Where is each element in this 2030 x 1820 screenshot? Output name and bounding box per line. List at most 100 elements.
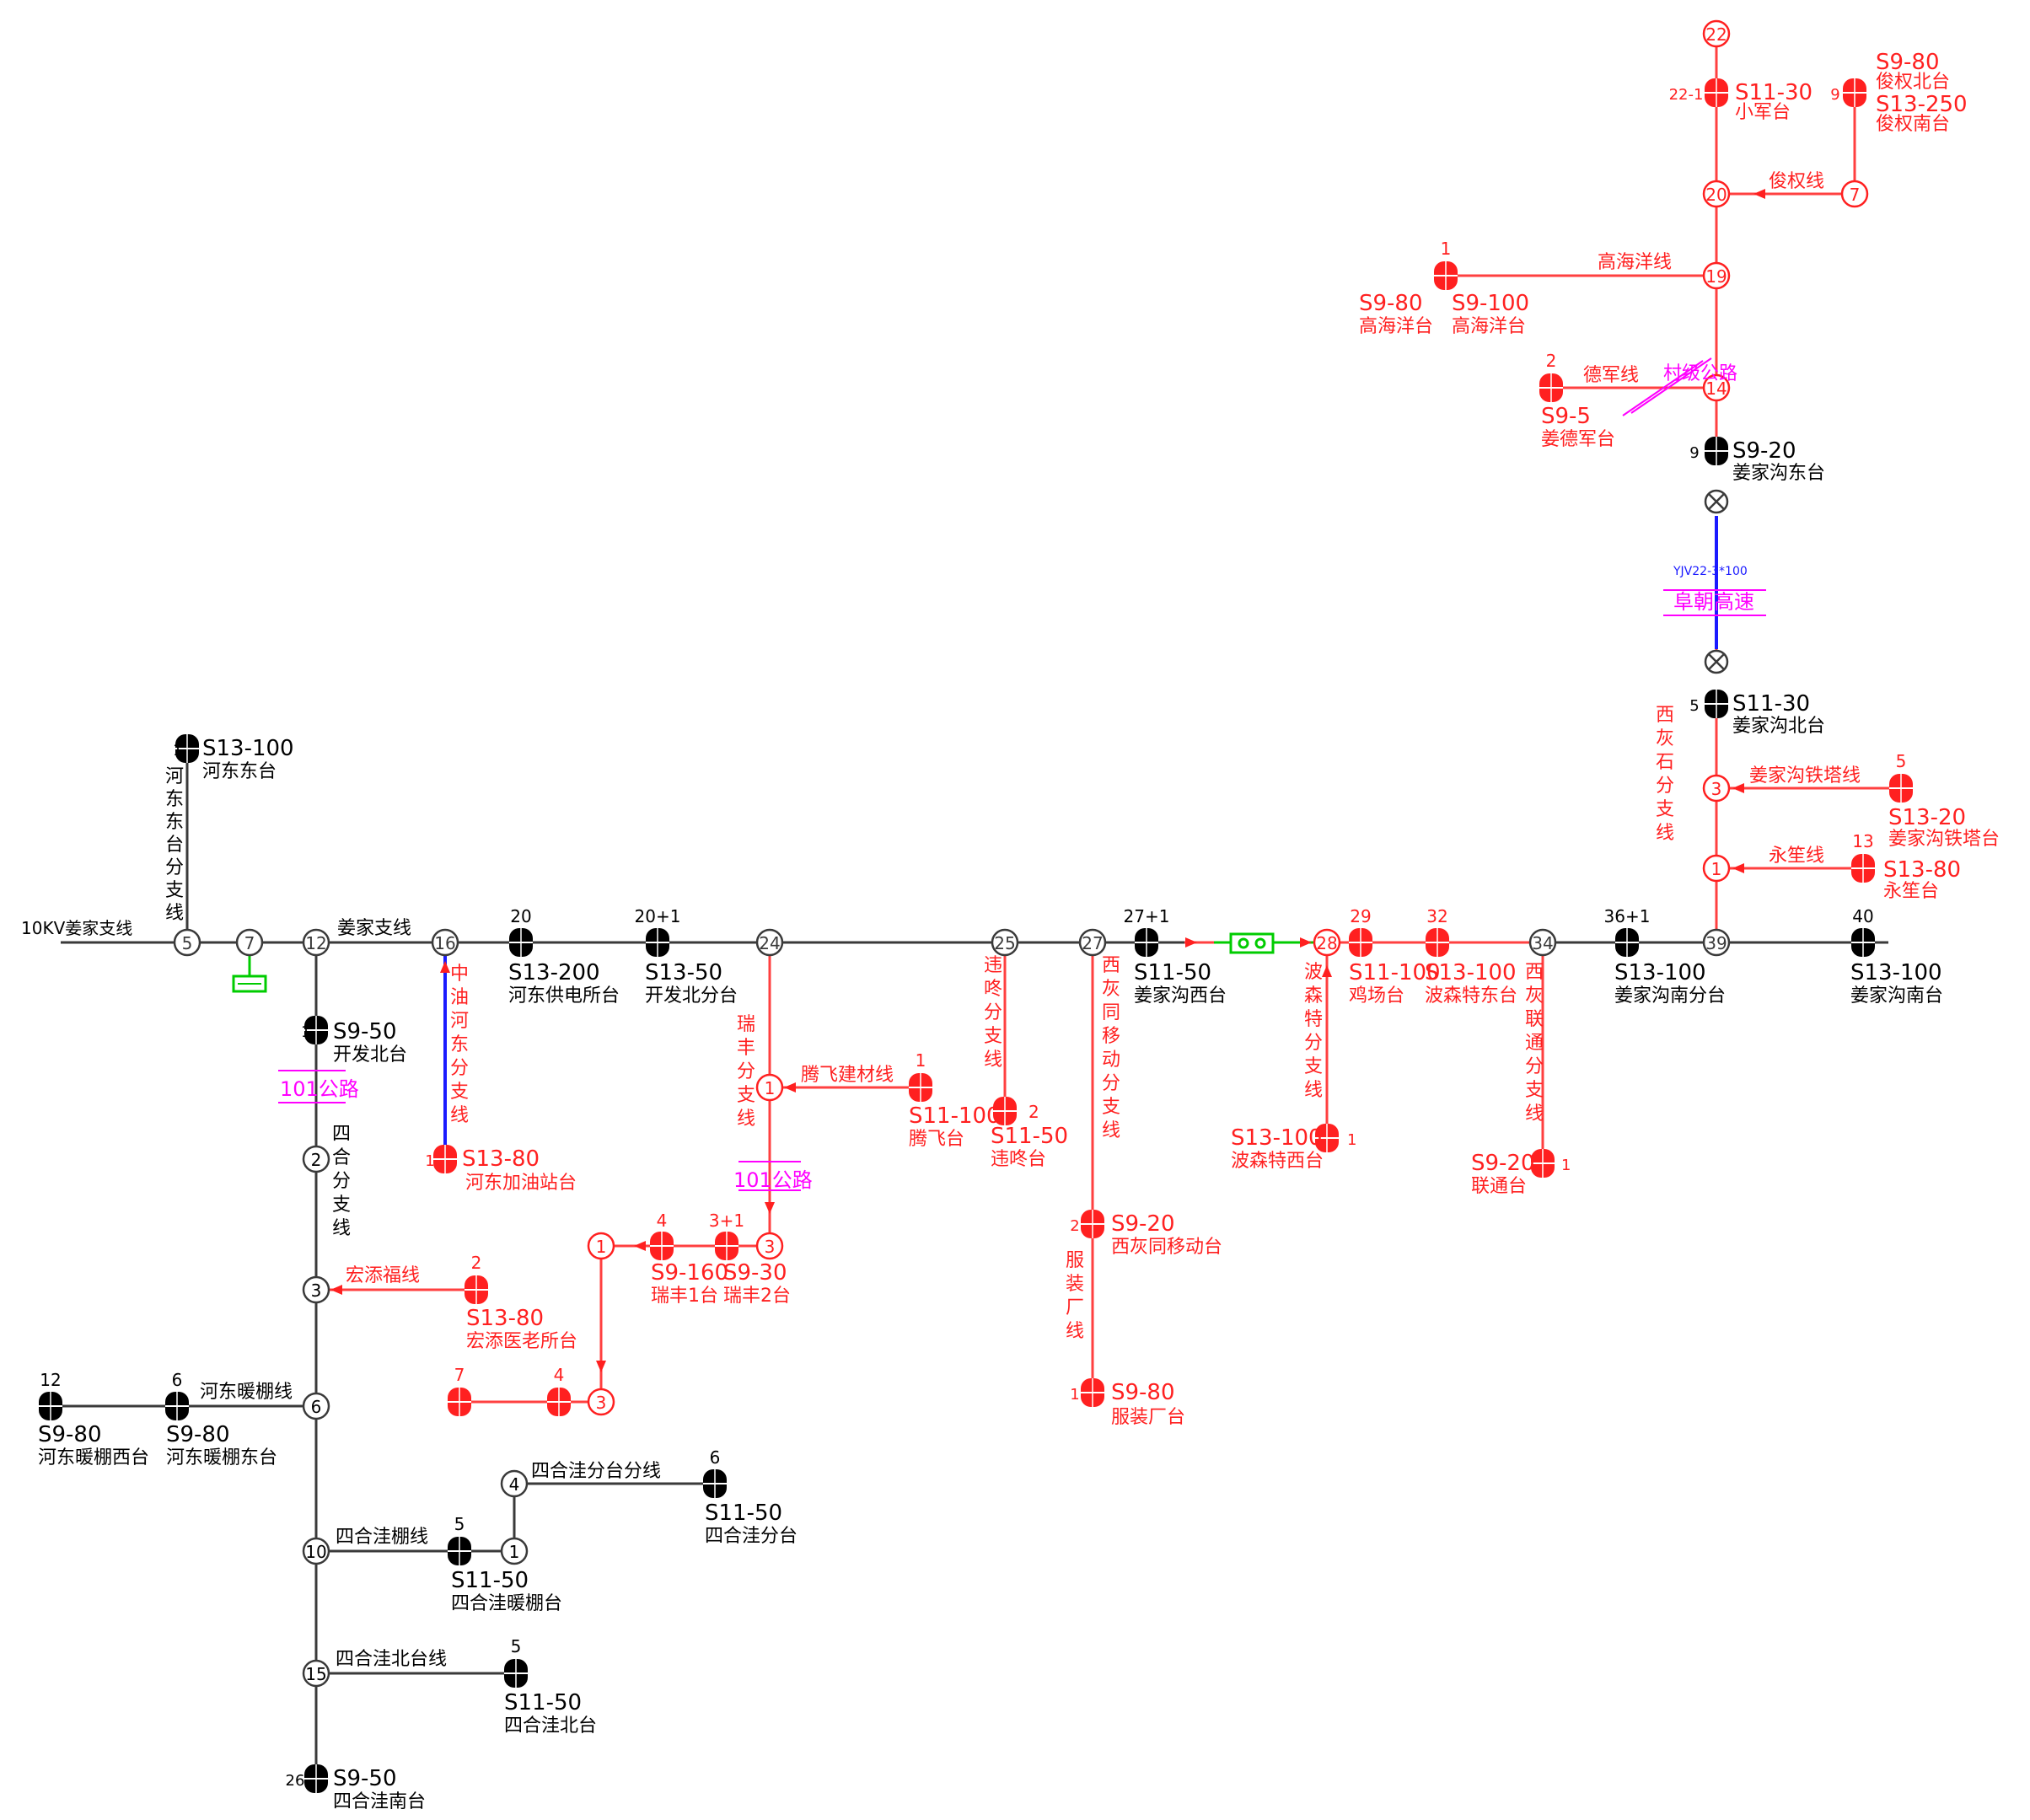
transformer-icon (433, 1145, 457, 1173)
vertical-char: 厂 (1066, 1297, 1084, 1318)
transformer-icon (646, 928, 669, 957)
transformer-icon (1081, 1210, 1104, 1238)
vertical-char: 西 (1656, 705, 1674, 726)
pole-icon (755, 1073, 784, 1102)
station-name: 河东东台 (202, 761, 277, 782)
station-model: S9-80 (1111, 1380, 1175, 1405)
vertical-char: 支 (332, 1195, 351, 1216)
station-number: 40 (1852, 906, 1873, 926)
pole-icon (587, 1232, 615, 1260)
line-label: 永笙线 (1769, 846, 1824, 867)
station-model: S9-80 (38, 1422, 102, 1447)
pole-icon (1702, 261, 1731, 290)
station-number: 3+1 (709, 1211, 744, 1231)
station-model: S13-50 (645, 960, 722, 985)
transformer-icon (1531, 1149, 1555, 1178)
pole-icon (1702, 854, 1731, 883)
vertical-char: 咚 (984, 979, 1002, 1000)
station-name: 俊权南台 (1876, 114, 1950, 135)
pole-icon (1702, 774, 1731, 803)
vertical-char: 线 (450, 1105, 469, 1126)
pole-number: 34 (1532, 933, 1553, 953)
station-number: 2 (1028, 1102, 1039, 1122)
pole-number: 1 (1711, 859, 1722, 879)
pole-icon (302, 1145, 330, 1173)
road-label: 101公路 (280, 1077, 359, 1101)
station-number: 29 (1350, 906, 1371, 926)
main-feeder (51, 747, 1888, 1779)
station-number: 6 (172, 1370, 183, 1390)
vertical-char: 线 (1656, 823, 1674, 844)
vertical-char: 森 (1304, 985, 1323, 1007)
transformer-icon (1615, 928, 1639, 957)
vertical-char: 河 (450, 1011, 469, 1032)
station-name: 河东暖棚东台 (166, 1447, 277, 1468)
station-model: S11-100 (1349, 960, 1441, 985)
pole-icon (302, 1537, 330, 1565)
pole-icon (302, 1659, 330, 1688)
transformer-icon (1843, 78, 1866, 107)
vertical-char: 线 (165, 903, 184, 924)
arrow-icon (765, 1202, 775, 1214)
station-number: 1 (1347, 1131, 1356, 1149)
pole-icon (1702, 180, 1731, 208)
feeder-label: 10KV姜家支线 (21, 918, 132, 938)
vertical-char: 支 (1656, 799, 1674, 820)
transformer-icon (1426, 928, 1449, 957)
vertical-char: 分 (165, 857, 184, 878)
pole-icon (1528, 928, 1557, 957)
pole-number: 14 (1705, 378, 1727, 399)
vertical-char: 支 (984, 1026, 1002, 1047)
station-name: 四合洼分台 (705, 1526, 798, 1547)
vertical-char: 灰 (1656, 728, 1674, 749)
pole-icon (1702, 373, 1731, 402)
station-number: 1 (301, 1023, 310, 1041)
station-model: S9-5 (1541, 404, 1591, 429)
vertical-char: 分 (1304, 1033, 1323, 1054)
vertical-char: 分 (332, 1171, 351, 1192)
pole-icon (1313, 928, 1341, 957)
vertical-char: 线 (1525, 1103, 1544, 1125)
pole-number: 20 (1705, 185, 1727, 205)
station-name: 高海洋台 (1452, 316, 1526, 337)
station-number: 4 (657, 1211, 668, 1231)
switch-cross (1708, 493, 1725, 510)
arrow-icon (440, 961, 450, 973)
vertical-char: 丰 (737, 1038, 755, 1059)
station-number: 13 (1852, 831, 1873, 851)
station-model: S9-160 (651, 1260, 728, 1286)
pole-number: 24 (759, 933, 780, 953)
line-label: 河东暖棚线 (200, 1382, 293, 1403)
switch-cross (1708, 653, 1725, 670)
vertical-char: 违 (984, 955, 1002, 976)
station-name: 河东暖棚西台 (38, 1447, 149, 1468)
vertical-char: 河 (165, 766, 184, 787)
transformer-icon (1081, 1378, 1104, 1407)
station-name: 西灰同移动台 (1111, 1237, 1222, 1258)
station-number: 5 (1896, 751, 1907, 771)
vertical-char: 油 (450, 987, 469, 1008)
station-name: 河东供电所台 (508, 985, 620, 1007)
vertical-char: 灰 (1102, 979, 1120, 1000)
station-number: 2 (1070, 1217, 1079, 1235)
station-model: S13-80 (466, 1306, 544, 1331)
pole-number: 2 (311, 1150, 322, 1170)
transformer-icon (509, 928, 533, 957)
vertical-char: 东 (450, 1034, 469, 1055)
station-number: 4 (554, 1365, 565, 1385)
station-model: S9-20 (1732, 438, 1796, 464)
station-number: 1 (1070, 1386, 1079, 1404)
vertical-char: 灰 (1525, 985, 1544, 1007)
pole-number: 3 (311, 1280, 322, 1301)
cable-label: YJV22-3*100 (1673, 565, 1748, 578)
arrow-icon (1322, 965, 1332, 977)
transformer-icon (39, 1392, 62, 1420)
vertical-char: 线 (1102, 1120, 1120, 1141)
line-label: 四合洼北台线 (336, 1649, 447, 1670)
